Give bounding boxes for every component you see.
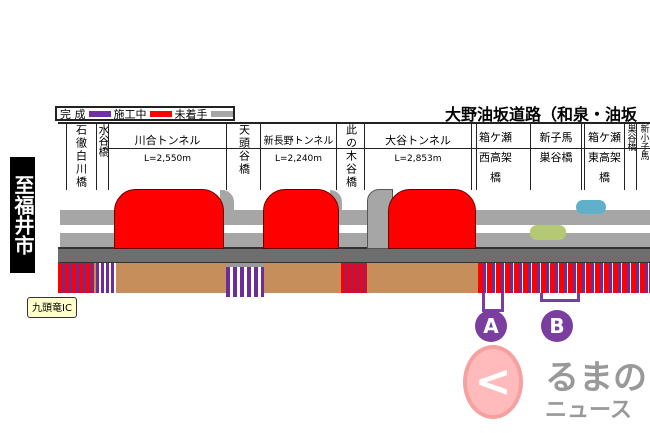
- diagram-title: 大野油坂道路（和泉・油坂: [445, 105, 638, 124]
- pier-group: [478, 263, 650, 293]
- kawai-tunnel-shape: [114, 189, 224, 249]
- tunnel-portal: [220, 190, 234, 210]
- marker-b: B: [541, 310, 573, 342]
- col-sudani: 巣谷橋: [624, 124, 636, 190]
- legend: 完 成 施工中 未着手: [55, 106, 235, 121]
- pier-group: [341, 263, 367, 293]
- pier-group: [58, 263, 94, 293]
- legend-in-progress-swatch: [149, 110, 172, 117]
- col-shinkoma-sudani: 新子馬巣谷橋: [530, 124, 582, 190]
- legend-not-started-label: 未着手: [174, 107, 208, 121]
- legend-not-started-swatch: [210, 110, 233, 117]
- car-green-icon: [530, 225, 566, 240]
- header-mid-line: [108, 148, 650, 149]
- logo-text-2: ニュース: [545, 398, 632, 423]
- kuruma-logo-icon: <: [463, 345, 523, 419]
- pier-group: [96, 263, 116, 293]
- otani-tunnel-shape: [388, 189, 476, 249]
- header-top-line: [58, 122, 650, 124]
- road-deck: [58, 247, 650, 264]
- legend-completed-label: 完 成: [60, 107, 86, 121]
- col-hakogase-east: 箱ケ瀬東高架橋: [584, 124, 624, 190]
- pier-group: [226, 263, 264, 297]
- direction-label: 至福井市: [10, 157, 35, 273]
- col-shinkogoma: 新小子馬: [636, 124, 650, 190]
- legend-completed-swatch: [88, 110, 111, 117]
- col-ishidoshirokawa: 石徹白川橋: [66, 124, 94, 190]
- car-blue-icon: [576, 200, 606, 214]
- interchange-label: 九頭竜IC: [27, 297, 77, 318]
- logo-text-1: るまの: [545, 358, 647, 398]
- marker-a: A: [475, 310, 507, 342]
- col-mizutani: 水谷橋: [96, 124, 110, 190]
- marker-b-bracket: [540, 293, 580, 302]
- legend-in-progress-label: 施工中: [113, 107, 147, 121]
- col-tenzudani: 天頭谷橋: [226, 124, 260, 190]
- shinnagano-tunnel-shape: [263, 189, 339, 249]
- col-hakogase-west: 箱ケ瀬西高架橋: [476, 124, 514, 190]
- col-konokidani: 此の木谷橋: [336, 124, 364, 190]
